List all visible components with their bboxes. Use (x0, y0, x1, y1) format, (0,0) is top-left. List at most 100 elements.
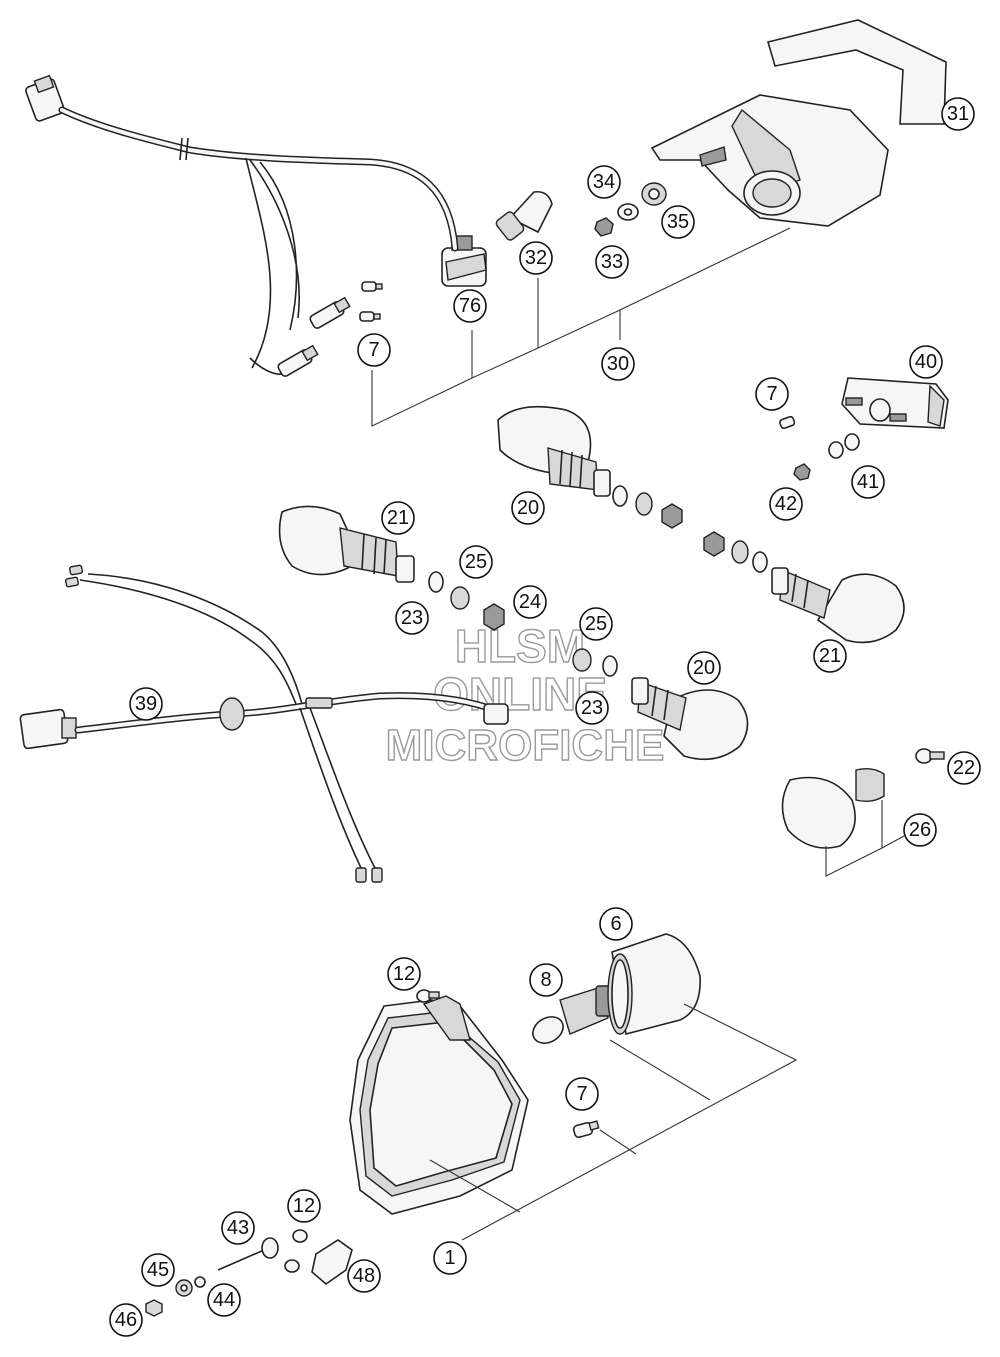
part-48-clip (311, 1239, 353, 1286)
leader-lines-group-1 (429, 1003, 798, 1241)
svg-text:30: 30 (607, 353, 629, 375)
callout-45: 45 (141, 1253, 175, 1287)
callout-31: 31 (941, 97, 975, 131)
part-76-bulb-socket (441, 235, 487, 287)
svg-text:21: 21 (819, 645, 841, 667)
part-6-rubber-cover (607, 933, 701, 1035)
part-12-screw-bottom (284, 1229, 308, 1273)
part-45-grommet (175, 1279, 193, 1297)
svg-text:41: 41 (857, 471, 879, 493)
svg-text:34: 34 (593, 171, 615, 193)
svg-text:6: 6 (610, 913, 621, 935)
part-46-nut (145, 1299, 163, 1317)
callout-35: 35 (661, 205, 695, 239)
part-25-lock-washer-b (572, 648, 592, 672)
part-23-washer-a (428, 571, 444, 593)
callout-43: 43 (221, 1211, 255, 1245)
part-34-washer (617, 203, 639, 221)
part-42-nut (793, 463, 811, 481)
part-8-headlight-bulb (532, 985, 613, 1044)
callout-1: 1 (433, 1241, 467, 1275)
svg-text:20: 20 (693, 657, 715, 679)
svg-text:25: 25 (585, 613, 607, 635)
callout-20-bottom: 20 (687, 651, 721, 685)
svg-text:7: 7 (766, 383, 777, 405)
callout-48: 48 (347, 1259, 381, 1293)
part-31-bracket-strip (766, 19, 947, 125)
callout-46: 46 (109, 1303, 143, 1337)
part-21-turn-signal-left (278, 505, 415, 583)
part-20-turn-signal-rear (497, 405, 611, 497)
callout-23-b: 23 (575, 691, 609, 725)
callout-40: 40 (909, 345, 943, 379)
watermark-line-1: HLSM (455, 620, 585, 672)
part-26-marker-lamp (781, 767, 885, 849)
svg-text:22: 22 (953, 757, 975, 779)
part-25-lock-washer-a (450, 586, 470, 610)
part-7-wedge-bulb-top-b (359, 311, 381, 322)
part-7-wedge-bulb-mid (779, 415, 796, 430)
svg-text:43: 43 (227, 1217, 249, 1239)
part-32-bulb (495, 190, 553, 241)
part-22-screw (915, 748, 945, 764)
callout-20-top: 20 (511, 491, 545, 525)
part-39-turn-signal-harness (19, 564, 509, 883)
callout-25-a: 25 (459, 545, 493, 579)
svg-text:24: 24 (519, 591, 541, 613)
part-21-turn-signal-right (771, 567, 905, 644)
callout-44: 44 (207, 1283, 241, 1317)
svg-text:7: 7 (368, 339, 379, 361)
callout-42: 42 (769, 487, 803, 521)
callout-21-left: 21 (381, 501, 415, 535)
svg-text:8: 8 (540, 969, 551, 991)
callout-6: 6 (599, 907, 633, 941)
leader-lines-group-26 (825, 800, 883, 877)
callout-25-b: 25 (579, 607, 613, 641)
callout-76: 76 (453, 289, 487, 323)
callout-7-top: 7 (357, 333, 391, 367)
callout-41: 41 (851, 465, 885, 499)
part-44-washer (194, 1276, 206, 1288)
watermark: HLSM ONLINE MICROFICHE (385, 619, 665, 770)
svg-text:26: 26 (909, 819, 931, 841)
svg-text:40: 40 (915, 351, 937, 373)
part-12-screw-top (416, 989, 440, 1003)
svg-text:23: 23 (401, 607, 423, 629)
leader-lines-group-30 (371, 227, 791, 427)
part-41-washers (828, 433, 860, 459)
callout-7-bottom: 7 (565, 1077, 599, 1111)
callout-12-bottom: 12 (287, 1189, 321, 1223)
callout-23-a: 23 (395, 601, 429, 635)
callout-12-top: 12 (387, 957, 421, 991)
callout-21-right: 21 (813, 639, 847, 673)
callout-22: 22 (947, 751, 981, 785)
turn-signal-rear-washers (612, 485, 768, 573)
callout-7-mid: 7 (755, 377, 789, 411)
callout-30: 30 (601, 347, 635, 381)
part-7-wedge-bulb-top-a (361, 281, 383, 292)
leader-line-26 (881, 835, 905, 849)
svg-text:35: 35 (667, 211, 689, 233)
callout-33: 33 (595, 245, 629, 279)
svg-text:42: 42 (775, 493, 797, 515)
part-24-nut (483, 603, 505, 631)
svg-text:33: 33 (601, 251, 623, 273)
svg-text:21: 21 (387, 507, 409, 529)
part-23-washer-b (602, 655, 618, 677)
part-33-nut (594, 217, 614, 237)
svg-text:76: 76 (459, 295, 481, 317)
callout-8: 8 (529, 963, 563, 997)
part-43-adjust-screw (217, 1237, 279, 1271)
svg-text:1: 1 (444, 1247, 455, 1269)
watermark-line-3: MICROFICHE (386, 721, 665, 770)
callout-26: 26 (903, 813, 937, 847)
part-7-wedge-bulb-bottom (572, 1120, 600, 1139)
svg-text:25: 25 (465, 551, 487, 573)
part-30-tail-light-housing (650, 94, 889, 227)
svg-text:45: 45 (147, 1259, 169, 1281)
part-1-headlight-housing (349, 995, 529, 1215)
svg-text:39: 39 (135, 693, 157, 715)
callout-32: 32 (519, 241, 553, 275)
svg-text:46: 46 (115, 1309, 137, 1331)
